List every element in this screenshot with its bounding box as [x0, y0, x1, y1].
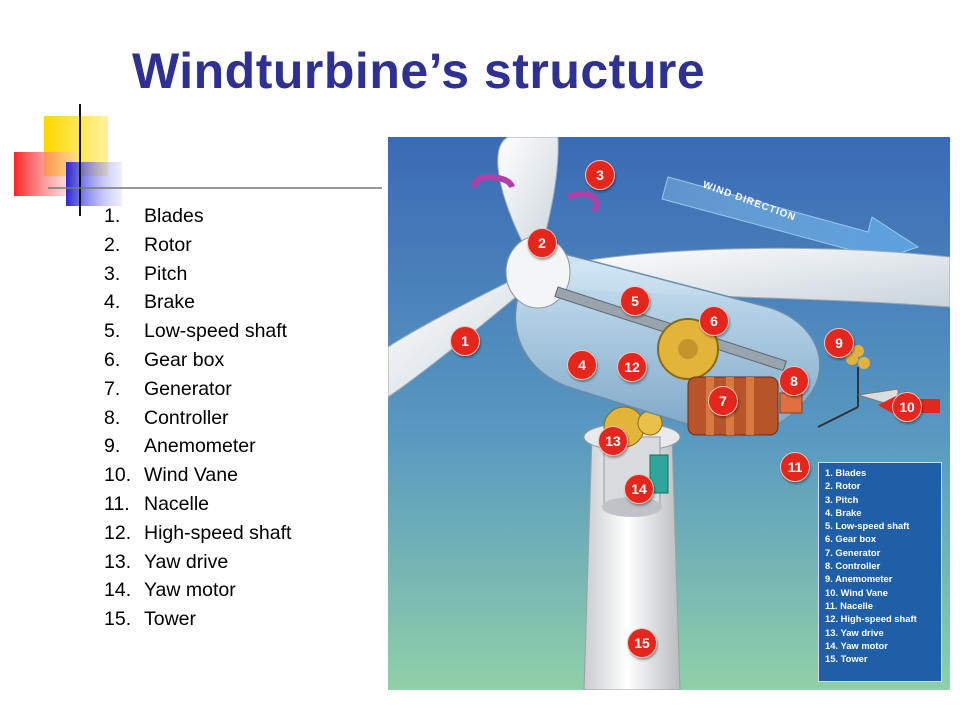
- list-item: 9.Anemometer: [104, 435, 256, 458]
- slide-title: Windturbine’s structure: [132, 43, 706, 99]
- legend-item: 7. Generator: [825, 546, 881, 558]
- legend-item: 12. High-speed shaft: [825, 613, 917, 625]
- legend-item: 13. Yaw drive: [825, 626, 884, 638]
- legend-item: 15. Tower: [825, 653, 868, 665]
- legend-item: 6. Gear box: [825, 533, 877, 545]
- legend-item: 11. Nacelle: [825, 599, 873, 611]
- list-item: 1.Blades: [104, 205, 204, 227]
- callout-marker: 14: [624, 474, 654, 504]
- figure-legend: 1. Blades 2. Rotor 3. Pitch 4. Brake 5. …: [818, 462, 942, 682]
- legend-item: 2. Rotor: [825, 480, 861, 492]
- list-item: 4.Brake: [104, 291, 195, 314]
- list-item: 12.High-speed shaft: [104, 521, 292, 544]
- legend-item: 3. Pitch: [825, 493, 859, 505]
- callout-marker: 5: [620, 286, 650, 316]
- list-item: 6.Gear box: [104, 348, 225, 371]
- callout-marker: 4: [567, 350, 597, 380]
- callout-marker: 3: [585, 160, 615, 190]
- list-item: 8.Controller: [104, 406, 229, 429]
- legend-item: 14. Yaw motor: [825, 639, 888, 651]
- callout-marker: 15: [627, 628, 657, 658]
- list-item: 2.Rotor: [104, 233, 192, 256]
- parts-list: 1.Blades 2.Rotor 3.Pitch 4.Brake 5.Low-s…: [104, 202, 291, 634]
- legend-item: 8. Controller: [825, 560, 881, 572]
- legend-item: 1. Blades: [825, 467, 867, 478]
- list-item: 13.Yaw drive: [104, 550, 229, 573]
- legend-item: 5. Low-speed shaft: [825, 520, 910, 532]
- callout-marker: 12: [617, 352, 647, 382]
- callout-marker: 10: [892, 392, 922, 422]
- callout-marker: 1: [450, 326, 480, 356]
- callout-marker: 2: [527, 228, 557, 258]
- callout-marker: 7: [708, 386, 738, 416]
- list-item: 14.Yaw motor: [104, 579, 236, 602]
- decorative-corner-graphic: [14, 104, 382, 216]
- list-item: 10.Wind Vane: [104, 464, 238, 487]
- list-item: 7.Generator: [104, 377, 232, 400]
- list-item: 3.Pitch: [104, 262, 188, 285]
- legend-item: 10. Wind Vane: [825, 586, 888, 598]
- list-item: 5.Low-speed shaft: [104, 320, 288, 343]
- callout-marker: 8: [779, 366, 809, 396]
- callout-marker: 6: [699, 306, 729, 336]
- list-item: 11.Nacelle: [104, 492, 210, 515]
- callout-marker: 9: [824, 328, 854, 358]
- callout-marker: 13: [598, 426, 628, 456]
- legend-item: 9. Anemometer: [825, 573, 893, 585]
- legend-item: 4. Brake: [825, 506, 862, 518]
- list-item: 15.Tower: [104, 608, 197, 631]
- callout-marker: 11: [780, 452, 810, 482]
